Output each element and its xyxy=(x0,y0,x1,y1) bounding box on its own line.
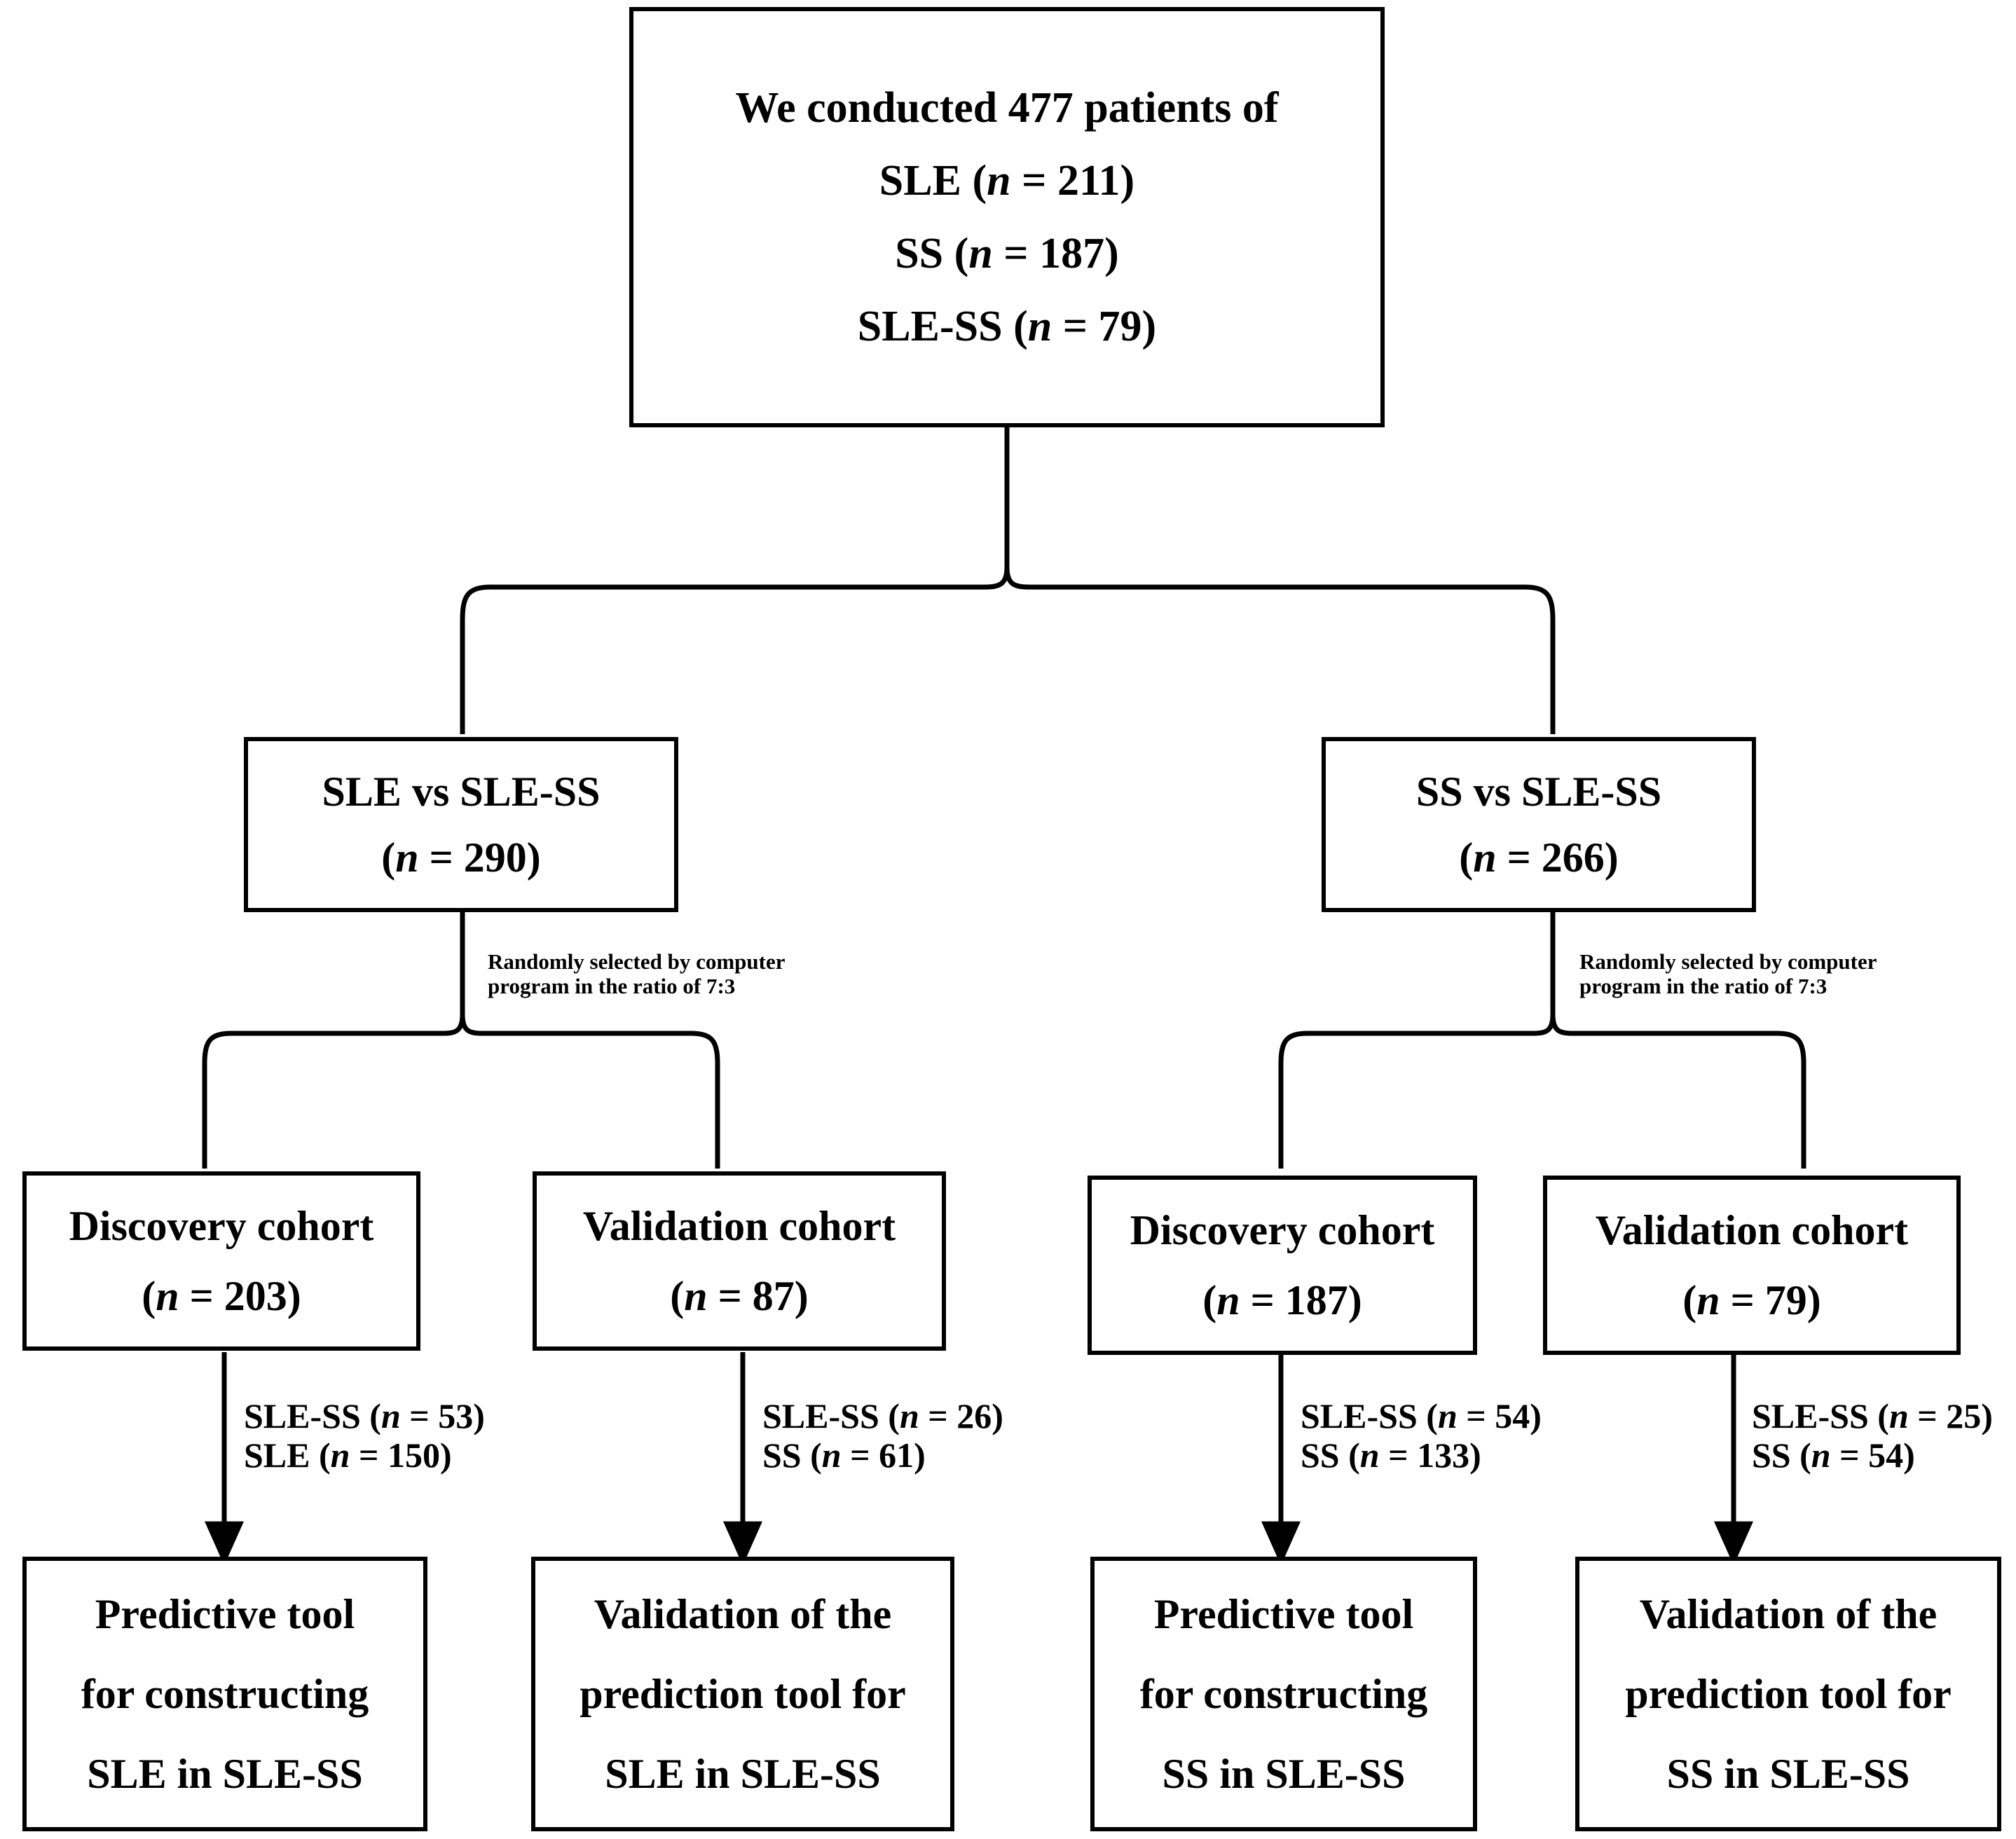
connector-right-cmp-to-discovery xyxy=(1278,1014,1556,1169)
outcome-sle-predictive-line-2: for constructing xyxy=(81,1671,369,1717)
comparison-sle-count: (n = 290) xyxy=(381,834,541,881)
node-outcome-sle-validation-tool[interactable]: Validation of the prediction tool for SL… xyxy=(531,1557,954,1831)
breakdown-sle-validation: SLE-SS (n = 26) SS (n = 61) xyxy=(762,1396,1003,1475)
cohort-ss-discovery-title: Discovery cohort xyxy=(1130,1207,1435,1253)
breakdown-ss-validation-line-2: SS (n = 54) xyxy=(1752,1435,1915,1475)
breakdown-ss-discovery-line-1: SLE-SS (n = 54) xyxy=(1301,1396,1542,1435)
enrollment-line-2: SLE (n = 211) xyxy=(879,157,1135,205)
outcome-ss-predictive-line-1: Predictive tool xyxy=(1153,1591,1414,1637)
breakdown-ss-validation: SLE-SS (n = 25) SS (n = 54) xyxy=(1752,1396,1993,1475)
cohort-ss-validation-count: (n = 79) xyxy=(1682,1277,1821,1323)
outcome-ss-predictive-line-3: SS in SLE-SS xyxy=(1162,1751,1406,1797)
connector-left-cmp-to-validation xyxy=(460,1014,720,1169)
outcome-ss-validation-line-1: Validation of the xyxy=(1639,1591,1938,1637)
node-cohort-ss-validation[interactable]: Validation cohort (n = 79) xyxy=(1543,1176,1961,1355)
connector-root-to-right xyxy=(1004,567,1556,734)
node-cohort-sle-discovery[interactable]: Discovery cohort (n = 203) xyxy=(22,1171,420,1351)
breakdown-sle-validation-line-1: SLE-SS (n = 26) xyxy=(762,1396,1003,1435)
outcome-sle-validation-line-1: Validation of the xyxy=(594,1591,892,1637)
split-note-left-line-1: Randomly selected by computer xyxy=(488,949,786,974)
cohort-sle-discovery-title: Discovery cohort xyxy=(69,1203,374,1249)
split-note-right: Randomly selected by computer program in… xyxy=(1579,949,1877,998)
breakdown-sle-discovery: SLE-SS (n = 53) SLE (n = 150) xyxy=(244,1396,485,1475)
enrollment-line-4: SLE-SS (n = 79) xyxy=(857,303,1157,350)
breakdown-sle-discovery-line-2: SLE (n = 150) xyxy=(244,1435,452,1475)
connector-root-to-left xyxy=(460,567,1010,734)
node-comparison-sle-vs-slss[interactable]: SLE vs SLE-SS (n = 290) xyxy=(244,737,678,912)
cohort-ss-discovery-count: (n = 187) xyxy=(1202,1277,1362,1323)
outcome-ss-validation-line-2: prediction tool for xyxy=(1625,1671,1952,1717)
breakdown-ss-discovery: SLE-SS (n = 54) SS (n = 133) xyxy=(1301,1396,1542,1475)
outcome-sle-predictive-line-3: SLE in SLE-SS xyxy=(87,1751,363,1797)
breakdown-sle-discovery-line-1: SLE-SS (n = 53) xyxy=(244,1396,485,1435)
node-enrollment[interactable]: We conducted 477 patients of SLE (n = 21… xyxy=(629,7,1385,427)
enrollment-line-3: SS (n = 187) xyxy=(895,230,1119,277)
split-note-right-line-2: program in the ratio of 7:3 xyxy=(1579,973,1828,998)
split-note-left: Randomly selected by computer program in… xyxy=(488,949,786,998)
node-cohort-sle-validation[interactable]: Validation cohort (n = 87) xyxy=(533,1171,946,1351)
comparison-ss-count: (n = 266) xyxy=(1459,834,1619,881)
cohort-ss-validation-title: Validation cohort xyxy=(1595,1207,1909,1253)
comparison-ss-title: SS vs SLE-SS xyxy=(1415,769,1662,815)
breakdown-ss-discovery-line-2: SS (n = 133) xyxy=(1301,1435,1481,1475)
node-cohort-ss-discovery[interactable]: Discovery cohort (n = 187) xyxy=(1088,1176,1477,1355)
node-outcome-ss-validation-tool[interactable]: Validation of the prediction tool for SS… xyxy=(1575,1557,2001,1831)
comparison-sle-title: SLE vs SLE-SS xyxy=(322,769,601,815)
connector-left-cmp-to-discovery xyxy=(202,1014,465,1169)
breakdown-sle-validation-line-2: SS (n = 61) xyxy=(762,1435,926,1475)
split-note-right-line-1: Randomly selected by computer xyxy=(1579,949,1877,974)
node-outcome-ss-predictive-tool[interactable]: Predictive tool for constructing SS in S… xyxy=(1090,1557,1477,1831)
outcome-ss-predictive-line-2: for constructing xyxy=(1139,1671,1428,1717)
outcome-ss-validation-line-3: SS in SLE-SS xyxy=(1666,1751,1910,1797)
cohort-sle-validation-count: (n = 87) xyxy=(670,1273,809,1319)
outcome-sle-validation-line-2: prediction tool for xyxy=(580,1671,906,1717)
cohort-sle-validation-title: Validation cohort xyxy=(582,1203,896,1249)
cohort-sle-discovery-count: (n = 203) xyxy=(142,1273,301,1319)
enrollment-line-1: We conducted 477 patients of xyxy=(735,84,1279,132)
split-note-left-line-2: program in the ratio of 7:3 xyxy=(488,973,736,998)
node-outcome-sle-predictive-tool[interactable]: Predictive tool for constructing SLE in … xyxy=(22,1557,427,1831)
outcome-sle-predictive-line-1: Predictive tool xyxy=(95,1591,355,1637)
breakdown-ss-validation-line-1: SLE-SS (n = 25) xyxy=(1752,1396,1993,1435)
outcome-sle-validation-line-3: SLE in SLE-SS xyxy=(605,1751,881,1797)
connector-right-cmp-to-validation xyxy=(1550,1014,1806,1169)
node-comparison-ss-vs-slss[interactable]: SS vs SLE-SS (n = 266) xyxy=(1322,737,1756,912)
